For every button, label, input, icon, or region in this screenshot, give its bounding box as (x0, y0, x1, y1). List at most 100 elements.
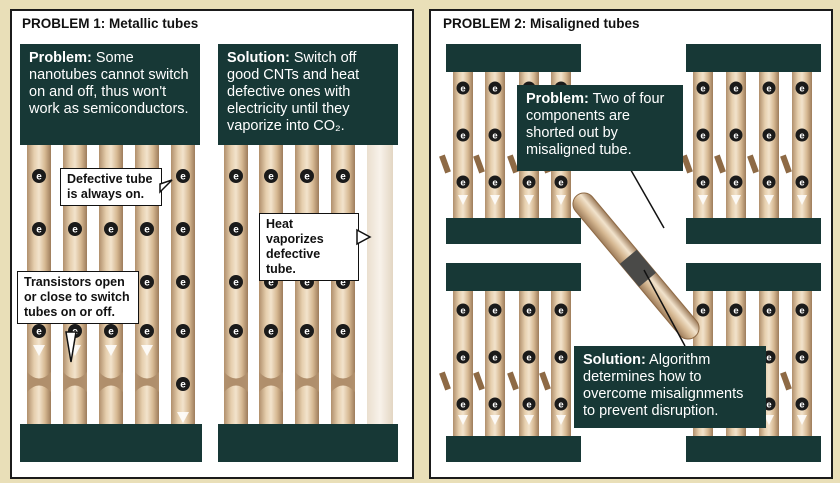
electron-label: e (799, 178, 804, 189)
electron-label: e (180, 278, 186, 289)
problem1-title-strong: PROBLEM 1: (22, 16, 106, 31)
electron-marker (762, 128, 776, 142)
electron-label: e (233, 278, 239, 289)
electron-marker (456, 350, 470, 364)
problem2-title: PROBLEM 2: Misaligned tubes (443, 16, 640, 31)
electron-label: e (492, 131, 497, 142)
electron-label: e (799, 131, 804, 142)
p2-top-left-contact (446, 44, 581, 72)
electron-label: e (700, 84, 705, 95)
electron-marker (795, 350, 809, 364)
electron-marker (522, 350, 536, 364)
electron-label: e (144, 327, 150, 338)
electron-label: e (304, 172, 310, 183)
p2-solution-text: Algorithm determines how to overcome mis… (583, 352, 744, 419)
electron-label: e (733, 178, 738, 189)
p1-solution-text: Switch off good CNTs and heat defective … (227, 50, 360, 134)
electron-marker (696, 175, 710, 189)
electron-marker (264, 324, 278, 338)
electron-label: e (526, 178, 531, 189)
electron-marker (229, 324, 243, 338)
p1-left-bottom-contact (20, 424, 202, 462)
electron-label: e (460, 353, 465, 364)
p1-problem-label: Problem: (29, 50, 92, 66)
electron-marker (140, 222, 154, 236)
electron-marker (554, 175, 568, 189)
electron-label: e (460, 131, 465, 142)
electron-label: e (733, 306, 738, 317)
electron-marker (32, 169, 46, 183)
electron-label: e (700, 131, 705, 142)
electron-marker (456, 397, 470, 411)
electron-marker (229, 222, 243, 236)
callout-defective-tube: Defective tube is always on. (60, 168, 162, 206)
p2-tubes (439, 44, 821, 462)
electron-marker (456, 175, 470, 189)
electron-marker (488, 350, 502, 364)
electron-label: e (108, 225, 114, 236)
electron-marker (456, 81, 470, 95)
p2-bottom-right-contact (686, 263, 821, 291)
electron-label: e (233, 172, 239, 183)
electron-label: e (558, 353, 563, 364)
electron-label: e (340, 172, 346, 183)
p2-bottom-left-bottom-contact (446, 436, 581, 462)
callout-transistors: Transistors open or close to switch tube… (17, 271, 139, 324)
electron-marker (795, 175, 809, 189)
electron-label: e (36, 225, 42, 236)
electron-marker (488, 81, 502, 95)
p2-bottom-left-contact (446, 263, 581, 291)
vaporized-tube (367, 145, 393, 427)
callout-defective-text: Defective tube is always on. (67, 172, 153, 201)
electron-label: e (460, 400, 465, 411)
electron-marker (795, 128, 809, 142)
electron-label: e (799, 400, 804, 411)
p1-right-tubes (218, 145, 398, 462)
electron-marker (32, 222, 46, 236)
problem1-title-rest: Metallic tubes (105, 16, 199, 31)
p2-problem-box: Problem: Two of four components are shor… (517, 85, 683, 171)
electron-marker (795, 303, 809, 317)
electron-marker (729, 81, 743, 95)
electron-marker (762, 303, 776, 317)
electron-label: e (233, 225, 239, 236)
electron-label: e (733, 131, 738, 142)
electron-marker (300, 169, 314, 183)
electron-marker (554, 350, 568, 364)
electron-marker (795, 81, 809, 95)
electron-label: e (733, 84, 738, 95)
electron-label: e (36, 172, 42, 183)
problem2-title-strong: PROBLEM 2: (443, 16, 527, 31)
electron-label: e (180, 225, 186, 236)
electron-marker (696, 303, 710, 317)
electron-marker (729, 128, 743, 142)
electron-label: e (526, 306, 531, 317)
electron-label: e (268, 278, 274, 289)
electron-label: e (340, 278, 346, 289)
electron-label: e (304, 278, 310, 289)
electron-label: e (460, 306, 465, 317)
electron-label: e (700, 178, 705, 189)
callout-heat-text: Heat vaporizes defective tube. (266, 217, 324, 276)
misaligned-tube (572, 192, 700, 340)
electron-label: e (460, 178, 465, 189)
electron-label: e (108, 327, 114, 338)
electron-marker (456, 128, 470, 142)
electron-marker (762, 81, 776, 95)
p2-top-right-bottom-contact (686, 218, 821, 244)
electron-label: e (492, 353, 497, 364)
p2-problem-label: Problem: (526, 91, 589, 107)
callout-heat: Heat vaporizes defective tube. (259, 213, 359, 281)
electron-marker (176, 377, 190, 391)
electron-label: e (460, 84, 465, 95)
electron-label: e (340, 327, 346, 338)
electron-label: e (36, 327, 42, 338)
electron-label: e (799, 353, 804, 364)
electron-label: e (799, 306, 804, 317)
electron-marker (522, 303, 536, 317)
electron-marker (554, 303, 568, 317)
electron-marker (729, 303, 743, 317)
electron-label: e (526, 400, 531, 411)
electron-label: e (766, 306, 771, 317)
electron-marker (300, 324, 314, 338)
